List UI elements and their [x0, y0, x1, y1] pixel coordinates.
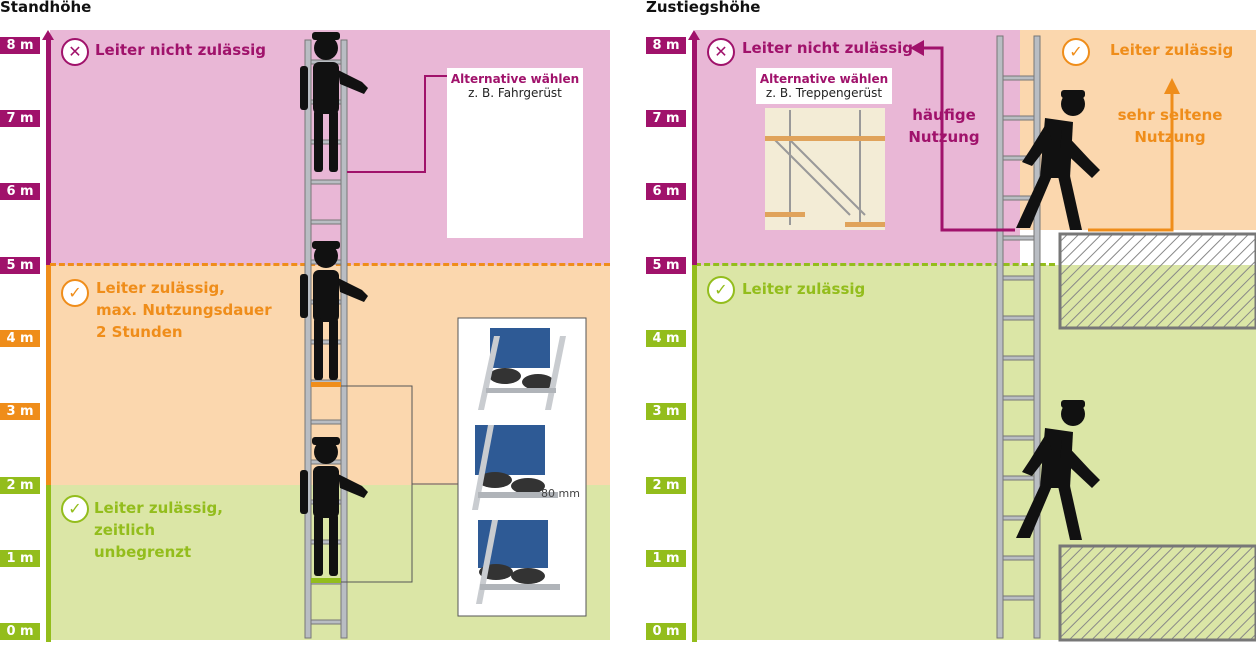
left-height-scale: 8 m 7 m 6 m 5 m 4 m 3 m 2 m 1 m 0 m	[0, 30, 60, 642]
tick-7m: 7 m	[0, 110, 40, 127]
right-title: Zustiegshöhe	[646, 0, 761, 16]
tick-5m: 5 m	[0, 257, 40, 274]
tick-1m: 1 m	[646, 550, 686, 567]
right-height-scale: 8 m 7 m 6 m 5 m 4 m 3 m 2 m 1 m 0 m	[646, 30, 706, 642]
tick-0m: 0 m	[0, 623, 40, 640]
tick-3m: 3 m	[646, 403, 686, 420]
left-alt-sub: z. B. Fahrgerüst	[468, 86, 562, 100]
tick-8m: 8 m	[646, 37, 686, 54]
check-icon: ✓	[1062, 38, 1090, 66]
right-alternative-box: Alternative wählen z. B. Treppengerüst	[756, 68, 892, 104]
right-zone-bot-label: Leiter zulässig	[742, 280, 866, 298]
tick-7m: 7 m	[646, 110, 686, 127]
right-alt-title: Alternative wählen	[759, 72, 889, 86]
cross-icon: ✕	[707, 38, 735, 66]
right-zone-top-label: Leiter nicht zulässig	[742, 39, 914, 57]
tick-3m: 3 m	[0, 403, 40, 420]
check-icon: ✓	[61, 279, 89, 307]
tick-5m: 5 m	[646, 257, 686, 274]
tick-1m: 1 m	[0, 550, 40, 567]
left-title: Standhöhe	[0, 0, 92, 16]
tick-6m: 6 m	[646, 183, 686, 200]
tick-6m: 6 m	[0, 183, 40, 200]
left-alt-title: Alternative wählen	[450, 72, 580, 86]
tick-2m: 2 m	[0, 477, 40, 494]
right-zone-top-right-label: Leiter zulässig	[1110, 41, 1234, 59]
tick-4m: 4 m	[0, 330, 40, 347]
check-icon: ✓	[707, 276, 735, 304]
5m-dashed-line-right	[695, 263, 1055, 266]
left-alternative-box: Alternative wählen z. B. Fahrgerüst	[447, 68, 583, 238]
tick-8m: 8 m	[0, 37, 40, 54]
tick-0m: 0 m	[646, 623, 686, 640]
tick-2m: 2 m	[646, 477, 686, 494]
left-zone-top-label: Leiter nicht zulässig	[95, 41, 267, 59]
left-measure-label: 80 mm	[541, 487, 580, 500]
check-icon: ✓	[61, 495, 89, 523]
right-alt-sub: z. B. Treppengerüst	[765, 86, 883, 100]
cross-icon: ✕	[61, 38, 89, 66]
tick-4m: 4 m	[646, 330, 686, 347]
